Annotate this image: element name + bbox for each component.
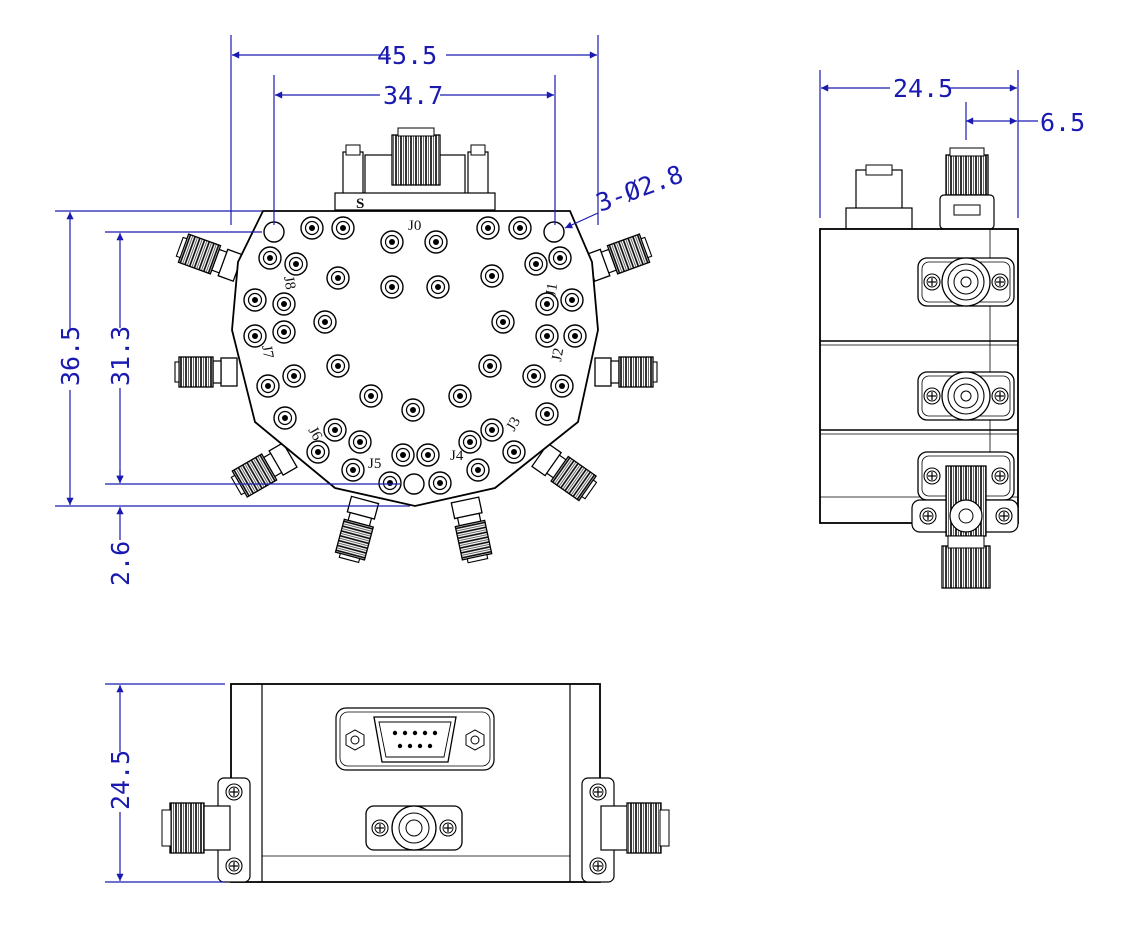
tuning-screw <box>326 354 350 378</box>
port-label-j1: J1 <box>543 282 561 298</box>
tuning-screw <box>359 384 383 408</box>
dim-top-height-overall: 36.5 <box>56 326 85 386</box>
tuning-screw <box>550 374 574 398</box>
port-label-j7: J7 <box>258 344 276 360</box>
tuning-screw <box>273 406 297 430</box>
tuning-screw <box>491 310 515 334</box>
dim-top-width-overall: 45.5 <box>377 41 437 70</box>
tuning-screw <box>478 354 502 378</box>
top-body-outline <box>231 210 599 507</box>
port-label-j8: J8 <box>280 275 298 291</box>
tuning-screw <box>563 324 587 348</box>
side-view: 24.5 6.5 <box>819 70 1085 589</box>
tuning-screw <box>256 374 280 398</box>
tuning-screw <box>348 430 372 454</box>
tuning-screw <box>508 216 532 240</box>
port-label-j0: J0 <box>408 218 421 234</box>
tuning-screw <box>416 443 440 467</box>
dsub-connector-top: S <box>334 127 496 212</box>
marking-label: S <box>356 196 364 212</box>
top-view: S J0 J1 J2 J3 J4 J5 J6 J7 J8 <box>55 35 687 586</box>
tuning-screw <box>476 216 500 240</box>
tuning-screw <box>313 310 337 334</box>
dim-side-width: 24.5 <box>893 74 953 103</box>
port-label-j5: J5 <box>368 456 381 472</box>
tuning-screw <box>380 230 404 254</box>
tuning-screw <box>560 288 584 312</box>
front-right-connector <box>581 777 670 883</box>
tuning-screw <box>424 230 448 254</box>
tuning-screw <box>391 443 415 467</box>
port-label-j2: J2 <box>549 347 567 363</box>
dim-top-width-holes: 34.7 <box>383 81 443 110</box>
dim-top-offset: 2.6 <box>106 541 135 586</box>
tuning-screw <box>331 216 355 240</box>
dim-hole-callout: 3-Ø2.8 <box>592 159 687 217</box>
tuning-screw <box>466 458 490 482</box>
tuning-screw <box>306 440 330 464</box>
front-view: 24.5 <box>105 683 670 883</box>
tuning-screw <box>282 364 306 388</box>
tuning-screw <box>426 275 450 299</box>
db9-connector <box>335 707 495 771</box>
tuning-screw <box>448 384 472 408</box>
dim-top-height-inner: 31.3 <box>106 326 135 386</box>
tuning-screw <box>323 418 347 442</box>
tuning-screw <box>401 398 425 422</box>
tuning-screw <box>326 266 350 290</box>
tuning-screw <box>243 288 267 312</box>
front-center-connector <box>365 805 463 851</box>
tuning-screw <box>272 320 296 344</box>
tuning-screw <box>378 471 402 495</box>
front-left-connector <box>161 777 251 883</box>
tuning-screw <box>258 246 282 270</box>
tuning-screw <box>535 324 559 348</box>
tuning-screw <box>341 458 365 482</box>
tuning-screw <box>502 440 526 464</box>
tuning-screw <box>380 275 404 299</box>
tuning-screw <box>428 471 452 495</box>
tuning-screw <box>480 418 504 442</box>
tuning-screw <box>272 292 296 316</box>
tuning-screw <box>480 264 504 288</box>
tuning-screw <box>300 216 324 240</box>
dim-side-offset: 6.5 <box>1040 108 1085 137</box>
tuning-screw <box>243 324 267 348</box>
dim-front-height: 24.5 <box>106 750 135 810</box>
port-label-j4: J4 <box>450 448 464 464</box>
tuning-screw <box>524 252 548 276</box>
tuning-screw <box>522 364 546 388</box>
tuning-screw <box>548 246 572 270</box>
tuning-screw <box>535 402 559 426</box>
tuning-screw <box>284 252 308 276</box>
